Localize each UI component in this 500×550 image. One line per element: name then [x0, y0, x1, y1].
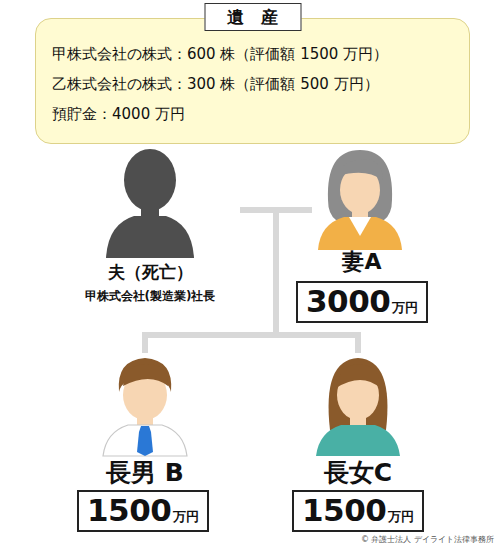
shirt: [103, 425, 187, 456]
tie: [137, 426, 153, 456]
person-label: 夫（死亡）: [108, 263, 193, 283]
watermark: © 弁護士法人 デイライト法律事務所: [361, 536, 494, 545]
amount-box: 1500万円: [292, 490, 424, 532]
estate-item: 預貯金：4000 万円: [52, 105, 455, 123]
head: [124, 149, 176, 211]
fringe: [336, 364, 380, 388]
fringe: [338, 159, 382, 180]
daughter-figure: [316, 358, 400, 456]
husband-node: 夫（死亡） 甲株式会社(製造業)社長: [60, 145, 240, 303]
daughter-node: 長女C: [283, 353, 433, 488]
collar: [349, 217, 371, 236]
son-figure: [103, 358, 187, 456]
estate-item: 甲株式会社の株式：600 株（評価額 1500 万円）: [52, 45, 455, 63]
amount-unit: 万円: [392, 301, 418, 314]
hair: [328, 150, 392, 220]
amount-number: 3000: [306, 285, 390, 318]
estate-item: 乙株式会社の株式：300 株（評価額 500 万円）: [52, 75, 455, 93]
hair: [329, 358, 388, 430]
neck: [350, 416, 366, 426]
estate-box: 遺 産甲株式会社の株式：600 株（評価額 1500 万円）乙株式会社の株式：3…: [35, 18, 470, 144]
person-label: 長女C: [324, 459, 392, 488]
fringe: [123, 364, 168, 386]
person-title: 甲株式会社(製造業)社長: [85, 289, 216, 303]
person-label: 妻A: [342, 249, 381, 274]
body: [106, 216, 194, 258]
amount-number: 1500: [302, 494, 386, 527]
wife-figure: [318, 150, 402, 250]
amount-unit: 万円: [388, 510, 414, 523]
wife-node: 妻A: [312, 150, 412, 274]
person-label: 長男 B: [106, 459, 184, 488]
husband-silhouette: [106, 149, 194, 258]
son-node: 長男 B: [70, 353, 220, 488]
body: [316, 425, 400, 456]
amount-box: 3000万円: [296, 281, 428, 323]
body: [318, 217, 402, 250]
estate-heading: 遺 産: [204, 3, 301, 31]
amount-box: 1500万円: [77, 490, 209, 532]
amount-number: 1500: [87, 494, 171, 527]
amount-unit: 万円: [173, 510, 199, 523]
